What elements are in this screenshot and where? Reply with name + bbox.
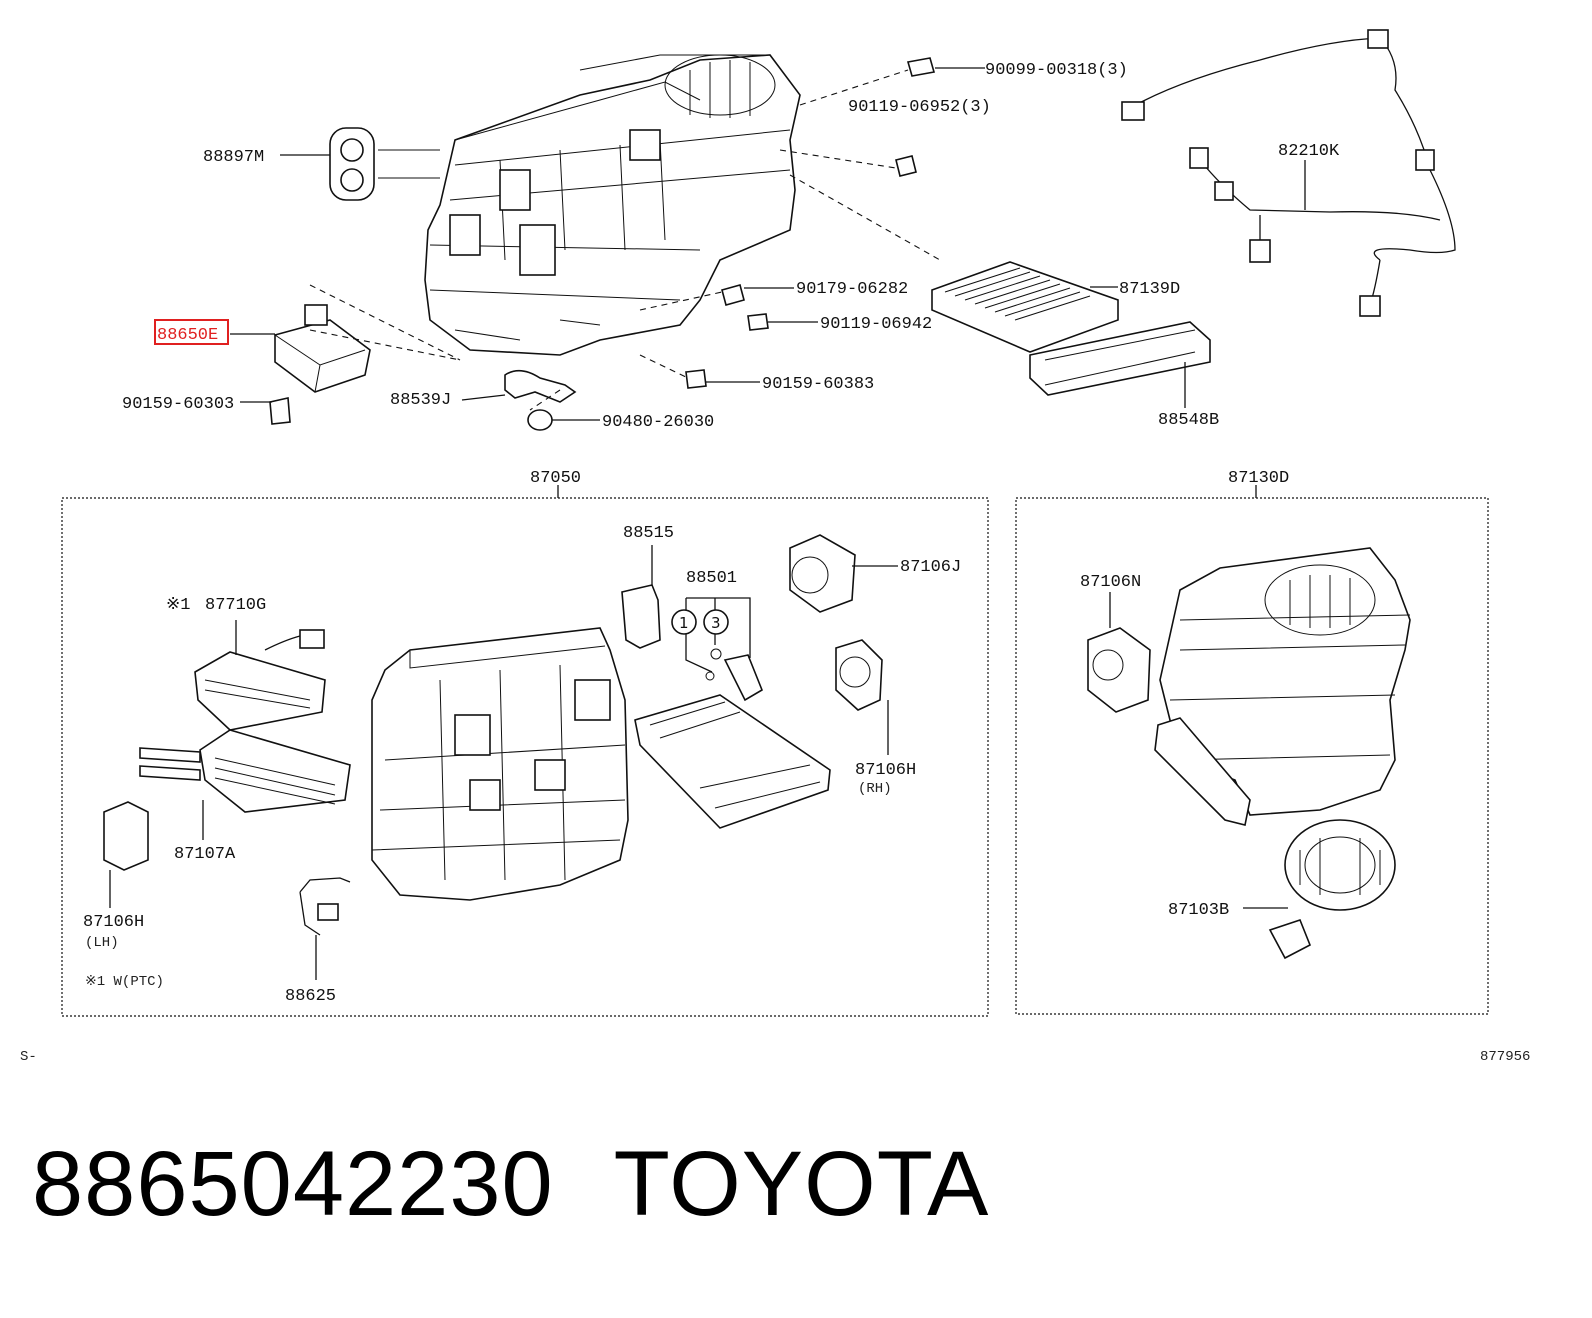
callout-87107A: 87107A <box>174 845 236 864</box>
assembly-87130D-box: 87130D 87106N 87103B <box>1015 469 1489 1015</box>
callout-90159-60303: 90159-60303 <box>122 395 234 414</box>
callout-88515: 88515 <box>623 524 674 543</box>
callout-88539J: 88539J <box>390 391 451 410</box>
brand-name: TOYOTA <box>613 1133 990 1235</box>
footnote-ptc: ※1 W(PTC) <box>85 974 164 990</box>
callout-90159-60383: 90159-60383 <box>762 375 874 394</box>
callout-87106H-lh: 87106H <box>83 913 144 932</box>
callout-90119-06952: 90119-06952(3) <box>848 98 991 117</box>
grommet-88897M-drawing <box>329 127 440 201</box>
filter-cover-88548B-drawing <box>1029 321 1211 396</box>
callout-87106H-rh: 87106H <box>855 761 916 780</box>
rh-note: (RH) <box>858 781 892 797</box>
callout-87106N: 87106N <box>1080 573 1141 592</box>
air-filter-87139D-drawing <box>931 261 1119 353</box>
screw-drawings-top <box>269 57 936 431</box>
control-unit-88650E-drawing <box>274 304 371 393</box>
corner-code-left: S- <box>20 1049 37 1065</box>
hose-88539J-drawing <box>504 369 577 403</box>
mark-note-1: ※1 <box>166 596 190 615</box>
corner-code-right: 877956 <box>1480 1049 1530 1065</box>
callout-88501: 88501 <box>686 569 737 588</box>
callout-leaders <box>230 67 1306 421</box>
callout-90179-06282: 90179-06282 <box>796 280 908 299</box>
callout-90480-26030: 90480-26030 <box>602 413 714 432</box>
circle-marker-1: 1 <box>679 614 689 632</box>
dashed-leaders <box>309 69 941 411</box>
top-callout-labels: 90099-00318(3) 90119-06952(3) 88897M 822… <box>122 61 1340 432</box>
hvac-housing-drawing <box>424 54 801 356</box>
assembly-87130D-label: 87130D <box>1228 469 1289 488</box>
callout-90119-06942: 90119-06942 <box>820 315 932 334</box>
lh-note: (LH) <box>85 935 119 951</box>
callout-87139D: 87139D <box>1119 280 1180 299</box>
assembly-87050-label: 87050 <box>530 469 581 488</box>
circle-marker-3: 3 <box>711 614 721 632</box>
callout-88625: 88625 <box>285 987 336 1006</box>
callout-88548B: 88548B <box>1158 411 1219 430</box>
assembly-87050-box: 87050 1 3 <box>61 469 989 1017</box>
callout-82210K: 82210K <box>1278 142 1340 161</box>
callout-88897M: 88897M <box>203 148 264 167</box>
callout-88650E: 88650E <box>157 326 218 345</box>
callout-87710G: 87710G <box>205 596 266 615</box>
wire-harness-82210K-drawing <box>1121 29 1456 317</box>
highlight-box <box>154 319 229 345</box>
part-number: 8865042230 <box>32 1133 554 1235</box>
callout-90099-00318: 90099-00318(3) <box>985 61 1128 80</box>
callout-87103B: 87103B <box>1168 901 1229 920</box>
callout-87106J: 87106J <box>900 558 961 577</box>
